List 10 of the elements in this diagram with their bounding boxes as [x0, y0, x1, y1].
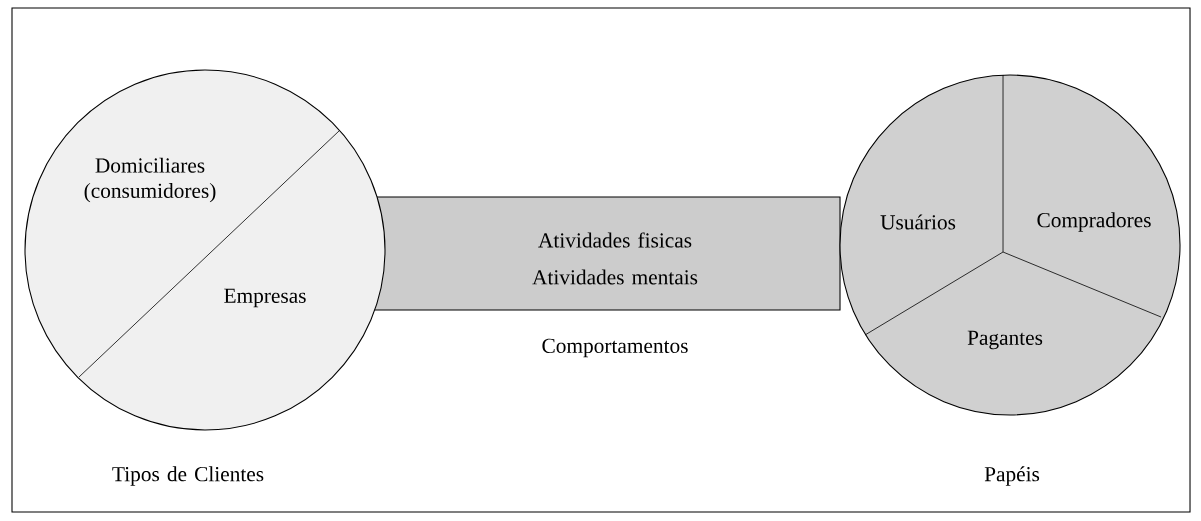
node-label: Papéis: [984, 466, 1040, 486]
segment-label: Usuários: [880, 214, 956, 230]
segment-label: Empresas: [224, 288, 306, 308]
segment-label: Compradores: [1037, 212, 1151, 232]
segment-label: Atividades mentais: [532, 269, 698, 285]
segment-label: Atividades fisicas: [538, 232, 692, 248]
node-label: Comportamentos: [542, 338, 688, 358]
segment-label: Pagantes: [967, 330, 1043, 350]
segment-label: Domiciliares (consumidores): [84, 157, 216, 203]
node-label: Tipos de Clientes: [112, 466, 264, 486]
